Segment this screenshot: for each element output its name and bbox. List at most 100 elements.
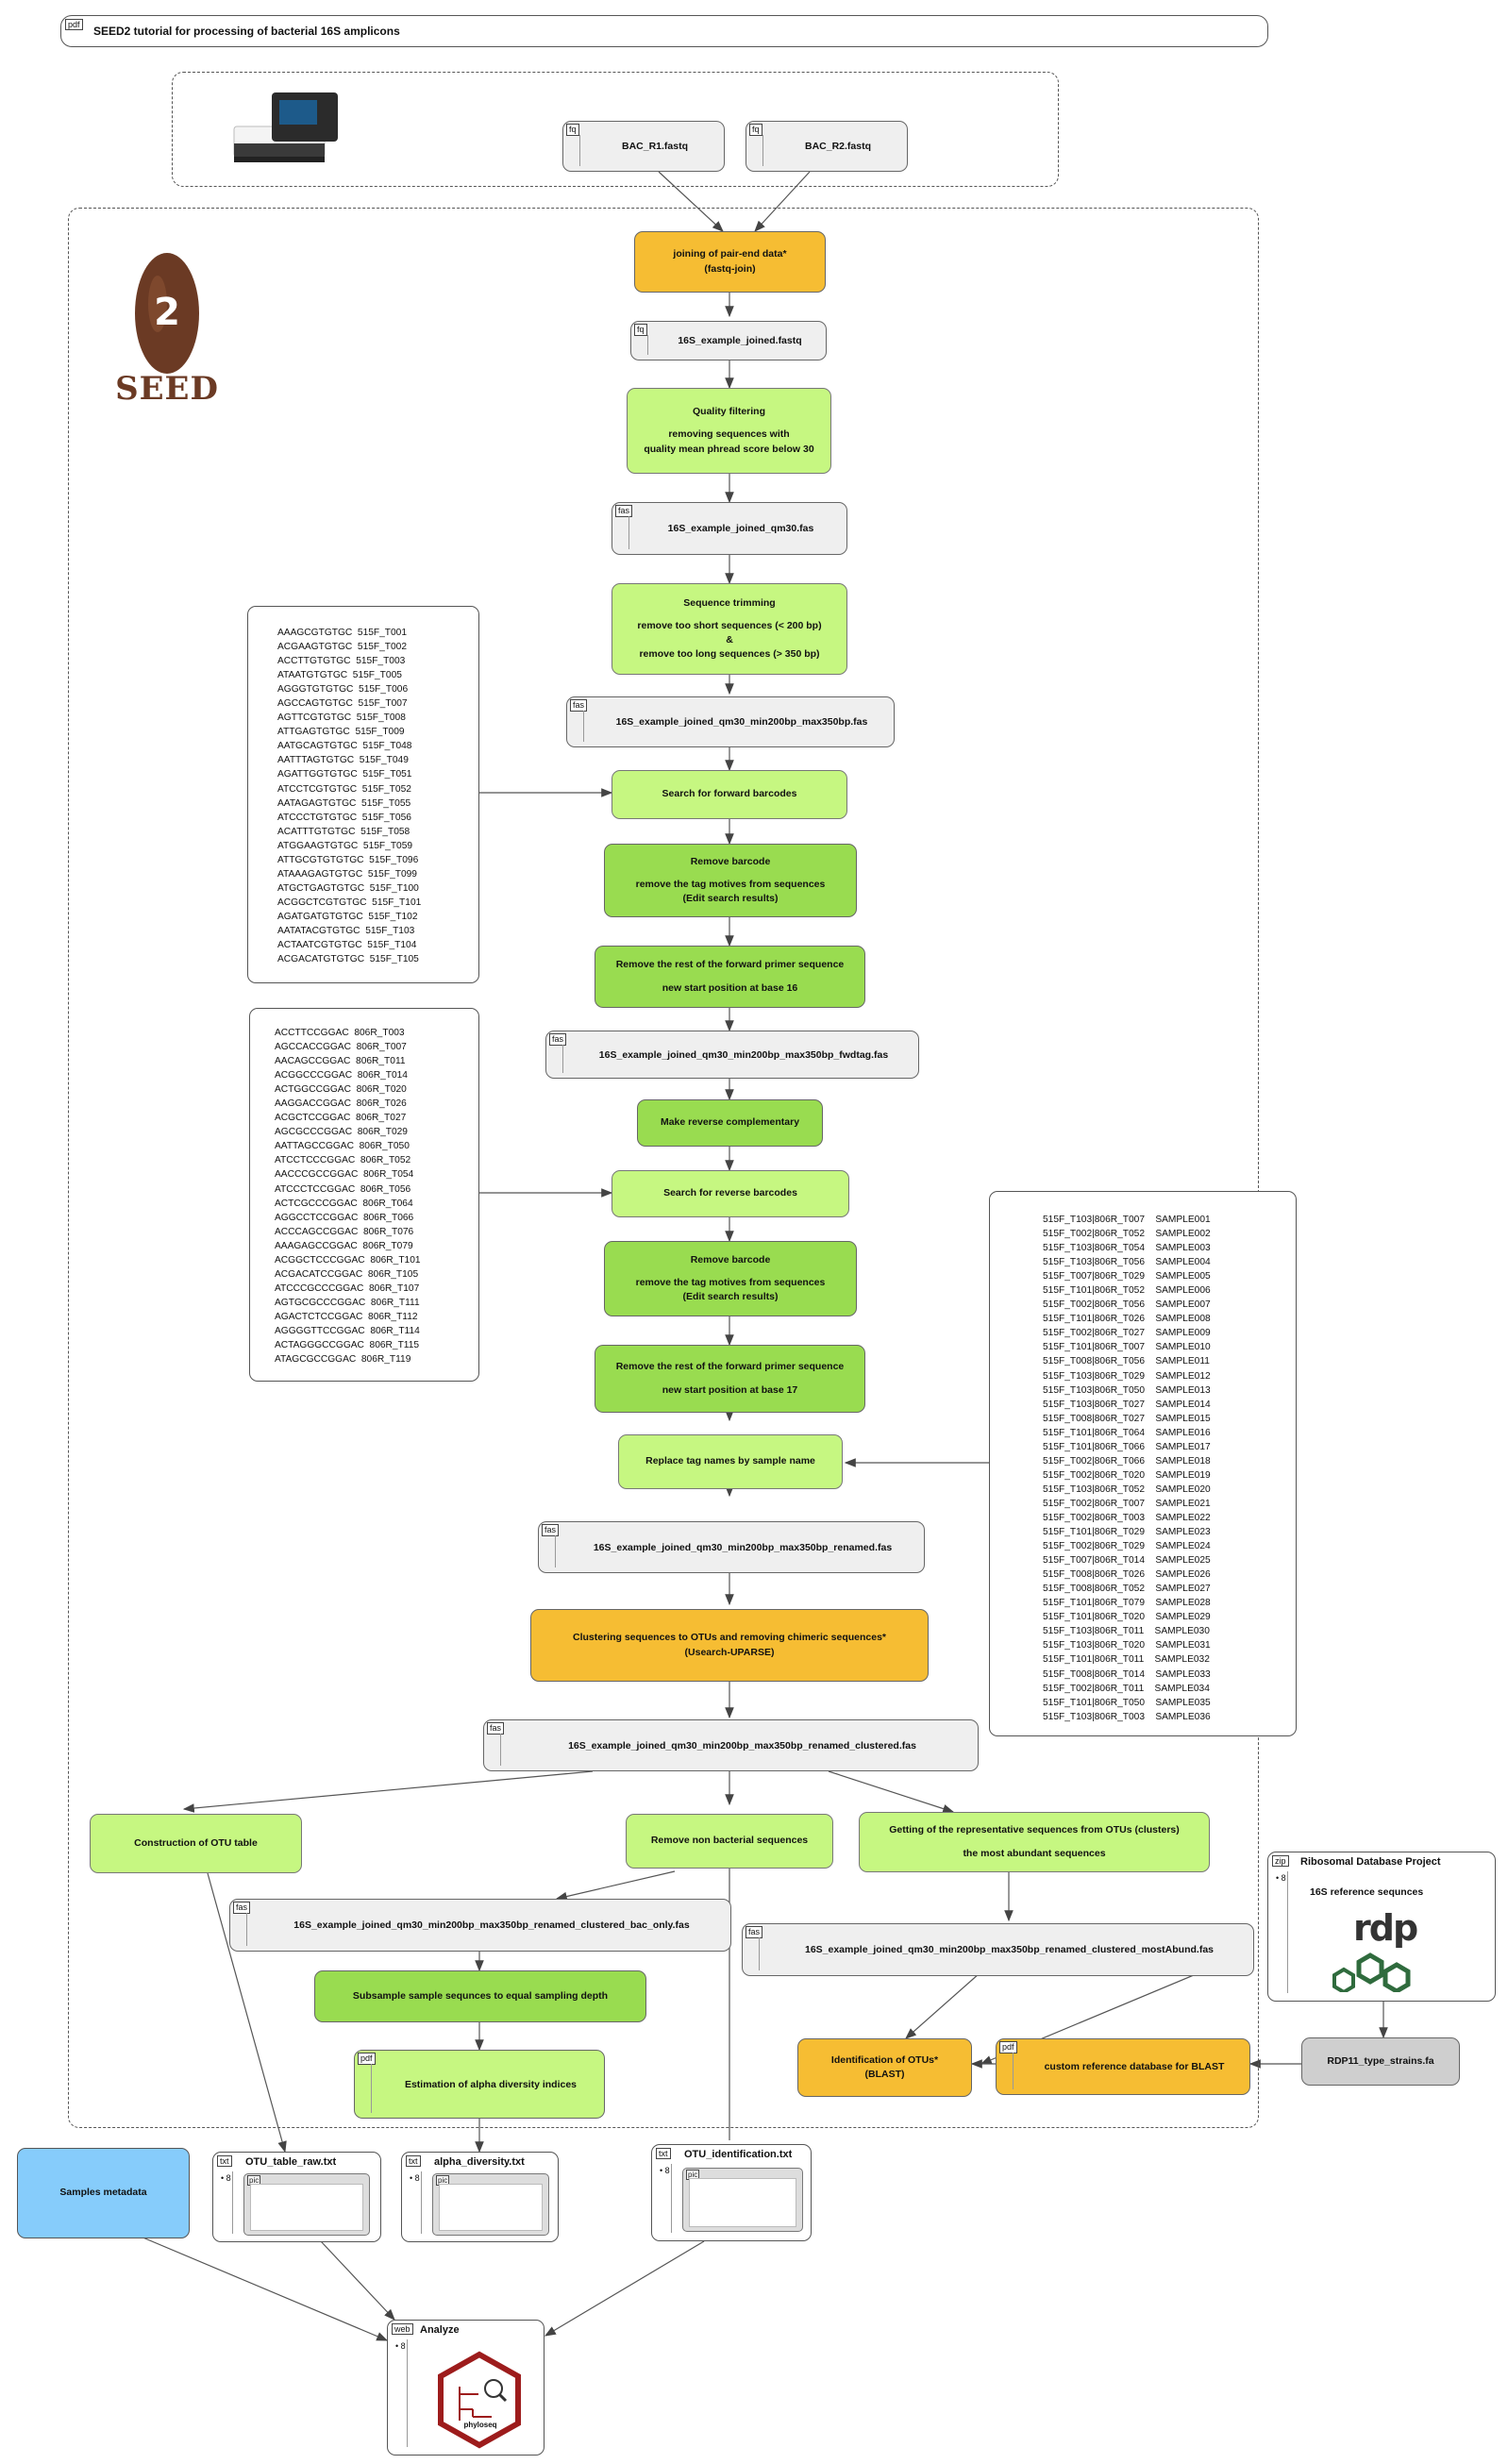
- card-title: Analyze: [420, 2324, 460, 2336]
- forward-barcode-row: AATGCAGTGTGC 515F_T048: [277, 741, 412, 752]
- step-clustering-otus[interactable]: Clustering sequences to OTUs and removin…: [530, 1609, 929, 1682]
- card-title: OTU_table_raw.txt: [245, 2156, 337, 2168]
- file-qm30[interactable]: fas 16S_example_joined_qm30.fas: [612, 502, 847, 555]
- reverse-barcode-row: AAAGAGCCGGAC 806R_T079: [275, 1240, 413, 1251]
- reverse-barcode-row: ATCCCTCCGGAC 806R_T056: [275, 1183, 411, 1195]
- step-identify-otus[interactable]: Identification of OTUs* (BLAST): [797, 2038, 972, 2097]
- file-label: 16S_example_joined_qm30_min200bp_max350b…: [293, 1919, 690, 1931]
- file-label: 16S_example_joined_qm30_min200bp_max350b…: [593, 1541, 893, 1553]
- step-label: Subsample sample sequnces to equal sampl…: [352, 1989, 609, 2002]
- file-fwdtag[interactable]: fas 16S_example_joined_qm30_min200bp_max…: [545, 1031, 919, 1079]
- card-alpha-diversity[interactable]: txt • 8 alpha_diversity.txt pic: [401, 2152, 559, 2242]
- sample-mapping-row: 515F_T002|806R_T007 SAMPLE021: [1043, 1498, 1211, 1509]
- forward-barcode-row: ATCCTCGTGTGC 515F_T052: [277, 783, 411, 795]
- step-remove-forward-primer[interactable]: Remove the rest of the forward primer se…: [595, 946, 865, 1008]
- step-label: Remove barcode: [690, 855, 771, 867]
- input-file-r2[interactable]: fq BAC_R2.fastq: [746, 121, 908, 172]
- step-detail: &: [726, 634, 733, 645]
- step-detail: remove the tag motives from sequences: [635, 1276, 826, 1288]
- step-remove-forward-barcode[interactable]: Remove barcode remove the tag motives fr…: [604, 844, 857, 917]
- step-quality-filtering[interactable]: Quality filtering removing sequences wit…: [627, 388, 831, 474]
- forward-barcode-row: ATTGCGTGTGTGC 515F_T096: [277, 854, 419, 865]
- sample-mapping-list: 515F_T103|806R_T007 SAMPLE001 515F_T002|8…: [989, 1191, 1297, 1736]
- card-otu-identification[interactable]: txt • 8 OTU_identification.txt pic: [651, 2144, 812, 2241]
- reverse-barcode-row: AGCCACCGGAC 806R_T007: [275, 1042, 407, 1053]
- step-representative-sequences[interactable]: Getting of the representative sequences …: [859, 1812, 1210, 1872]
- file-label: custom reference database for BLAST: [1044, 2061, 1225, 2072]
- sample-mapping-row: 515F_T002|806R_T029 SAMPLE024: [1043, 1541, 1211, 1552]
- rdp-database-card[interactable]: zip • 8 Ribosomal Database Project 16S r…: [1267, 1852, 1496, 2002]
- card-analyze[interactable]: web • 8 Analyze phyloseq: [387, 2320, 545, 2456]
- forward-barcode-row: ACGAAGTGTGC 515F_T002: [277, 642, 408, 653]
- step-label: Construction of OTU table: [134, 1836, 258, 1849]
- step-reverse-complementary[interactable]: Make reverse complementary: [637, 1099, 823, 1147]
- sample-mapping-row: 515F_T103|806R_T007 SAMPLE001: [1043, 1215, 1211, 1225]
- sequencing-group: [172, 72, 1059, 187]
- step-remove-non-bacterial[interactable]: Remove non bacterial sequences: [626, 1814, 833, 1869]
- sample-mapping-row: 515F_T101|806R_T079 SAMPLE028: [1043, 1598, 1211, 1609]
- file-bac-only[interactable]: fas 16S_example_joined_qm30_min200bp_max…: [229, 1899, 731, 1952]
- step-remove-reverse-primer[interactable]: Remove the rest of the forward primer se…: [595, 1345, 865, 1413]
- step-rename-tags[interactable]: Replace tag names by sample name: [618, 1434, 843, 1489]
- reverse-barcode-row: AGGGGTTCCGGAC 806R_T114: [275, 1325, 420, 1336]
- file-trimmed[interactable]: fas 16S_example_joined_qm30_min200bp_max…: [566, 696, 895, 747]
- step-sublabel: (BLAST): [864, 2069, 905, 2080]
- reverse-barcode-row: ACGACATCCGGAC 806R_T105: [275, 1268, 419, 1280]
- sample-mapping-row: 515F_T103|806R_T011 SAMPLE030: [1043, 1626, 1210, 1637]
- sample-mapping-row: 515F_T101|806R_T020 SAMPLE029: [1043, 1612, 1211, 1623]
- sample-mapping-row: 515F_T002|806R_T027 SAMPLE009: [1043, 1328, 1211, 1339]
- step-label: Remove barcode: [690, 1253, 771, 1266]
- sample-mapping-row: 515F_T103|806R_T054 SAMPLE003: [1043, 1243, 1211, 1254]
- step-detail: remove the tag motives from sequences: [635, 878, 826, 890]
- step-construct-otu-table[interactable]: Construction of OTU table: [90, 1814, 302, 1873]
- forward-barcode-row: AATAGAGTGTGC 515F_T055: [277, 797, 411, 809]
- sample-mapping-row: 515F_T008|806R_T014 SAMPLE033: [1043, 1668, 1211, 1680]
- step-detail: (Edit search results): [682, 1291, 779, 1303]
- step-label: Getting of the representative sequences …: [889, 1824, 1180, 1836]
- sample-mapping-row: 515F_T002|806R_T052 SAMPLE002: [1043, 1229, 1211, 1240]
- step-sequence-trimming[interactable]: Sequence trimming remove too short seque…: [612, 583, 847, 675]
- step-join-pairs[interactable]: joining of pair-end data* (fastq-join): [634, 231, 826, 293]
- step-label: Remove the rest of the forward primer se…: [615, 959, 845, 971]
- sample-mapping-row: 515F_T103|806R_T020 SAMPLE031: [1043, 1640, 1211, 1651]
- forward-barcode-row: ATAAAGAGTGTGC 515F_T099: [277, 868, 417, 880]
- step-remove-reverse-barcode[interactable]: Remove barcode remove the tag motives fr…: [604, 1241, 857, 1316]
- file-clustered[interactable]: fas 16S_example_joined_qm30_min200bp_max…: [483, 1719, 979, 1771]
- file-type-tag: txt: [656, 2148, 671, 2159]
- card-otu-table-raw[interactable]: txt • 8 OTU_table_raw.txt pic: [212, 2152, 381, 2242]
- forward-barcode-row: ACATTTGTGTGC 515F_T058: [277, 826, 411, 837]
- step-search-forward-barcodes[interactable]: Search for forward barcodes: [612, 770, 847, 819]
- step-search-reverse-barcodes[interactable]: Search for reverse barcodes: [612, 1170, 849, 1217]
- step-label: Search for forward barcodes: [662, 788, 797, 800]
- sample-mapping-row: 515F_T101|806R_T011 SAMPLE032: [1043, 1654, 1210, 1666]
- file-most-abundant[interactable]: fas 16S_example_joined_qm30_min200bp_max…: [742, 1923, 1254, 1976]
- sample-mapping-row: 515F_T101|806R_T007 SAMPLE010: [1043, 1342, 1211, 1353]
- file-label: 16S_example_joined_qm30_min200bp_max350b…: [615, 716, 868, 728]
- file-alpha-diversity-pdf[interactable]: pdf Estimation of alpha diversity indice…: [354, 2050, 605, 2119]
- step-detail: quality mean phread score below 30: [644, 443, 814, 455]
- reverse-barcode-row: AGACTCTCCGGAC 806R_T112: [275, 1311, 418, 1322]
- forward-barcode-row: AGCCAGTGTGC 515F_T007: [277, 698, 408, 710]
- sample-mapping-row: 515F_T103|806R_T050 SAMPLE013: [1043, 1384, 1211, 1396]
- seed-logo-number: 2: [154, 291, 180, 334]
- file-type-tag: fas: [487, 1722, 505, 1735]
- forward-barcode-row: ATCCCTGTGTGC 515F_T056: [277, 812, 411, 823]
- file-label: BAC_R1.fastq: [621, 141, 688, 152]
- input-file-r1[interactable]: fq BAC_R1.fastq: [562, 121, 725, 172]
- reverse-barcode-row: ATCCTCCCGGAC 806R_T052: [275, 1155, 411, 1166]
- step-detail: new start position at base 17: [662, 1383, 798, 1396]
- samples-metadata[interactable]: Samples metadata: [17, 2148, 190, 2238]
- step-subsample[interactable]: Subsample sample sequnces to equal sampl…: [314, 1970, 646, 2022]
- file-renamed[interactable]: fas 16S_example_joined_qm30_min200bp_max…: [538, 1521, 925, 1573]
- step-detail: the most abundant sequences: [963, 1847, 1106, 1859]
- file-joined-fastq[interactable]: fq 16S_example_joined.fastq: [630, 321, 827, 360]
- file-type-tag: txt: [406, 2155, 421, 2167]
- step-label: Search for reverse barcodes: [663, 1187, 797, 1199]
- file-rdp-type-strains[interactable]: RDP11_type_strains.fa: [1301, 2037, 1460, 2086]
- card-marker: • 8: [660, 2166, 670, 2175]
- card-marker: • 8: [410, 2173, 420, 2183]
- file-custom-database[interactable]: pdf custom reference database for BLAST: [996, 2038, 1250, 2095]
- reverse-barcode-row: AACCCGCCGGAC 806R_T054: [275, 1169, 414, 1181]
- sample-mapping-row: 515F_T002|806R_T056 SAMPLE007: [1043, 1299, 1211, 1311]
